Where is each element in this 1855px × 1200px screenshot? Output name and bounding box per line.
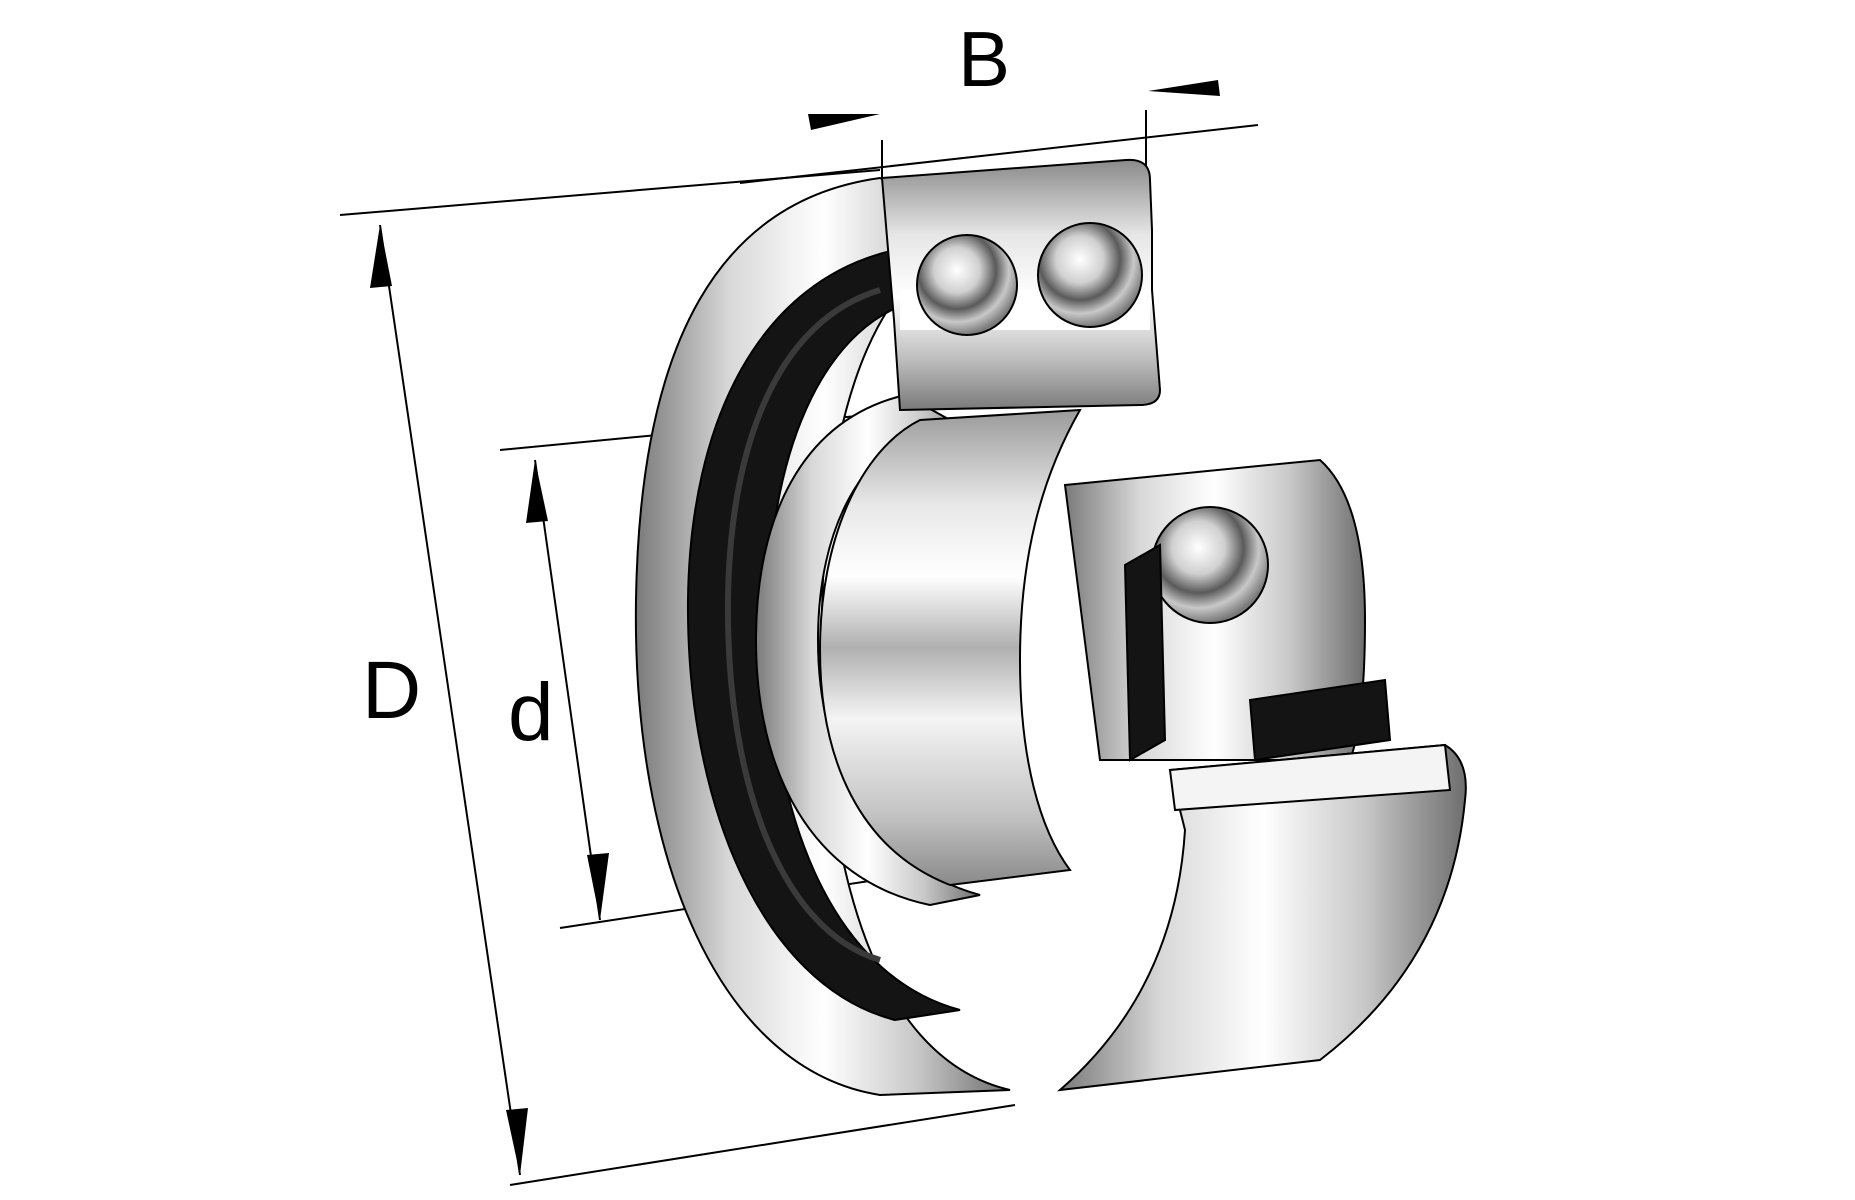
ball-3 [1151,506,1269,624]
d-outer-extension-top [339,169,881,216]
label-outer-diameter-D: D [362,645,422,736]
d-outer-extension-bottom [509,1104,1016,1186]
label-width-B: B [958,15,1011,103]
ball-1 [916,234,1018,336]
dimension-arrowheads [370,80,1220,1175]
arrow-b-right-icon [1148,80,1220,96]
d-bore-dimension-line [534,459,601,921]
right-section [1056,458,1467,1092]
arrow-d-top-icon [526,460,548,523]
top-section [880,158,1162,412]
arrow-D-top-icon [370,225,392,288]
label-bore-diameter-d: d [508,667,554,758]
ball-2 [1037,222,1143,328]
d-outer-dimension-line [379,224,521,1176]
seal [686,248,961,1022]
arrow-b-left-icon [808,114,880,130]
bore-surface [818,408,1082,887]
b-dimension-line [739,124,1259,184]
dimension-lines [339,110,1259,1186]
arrow-D-bottom-icon [506,1108,528,1175]
arrow-d-bottom-icon [587,853,609,920]
inner-ring [754,393,981,907]
